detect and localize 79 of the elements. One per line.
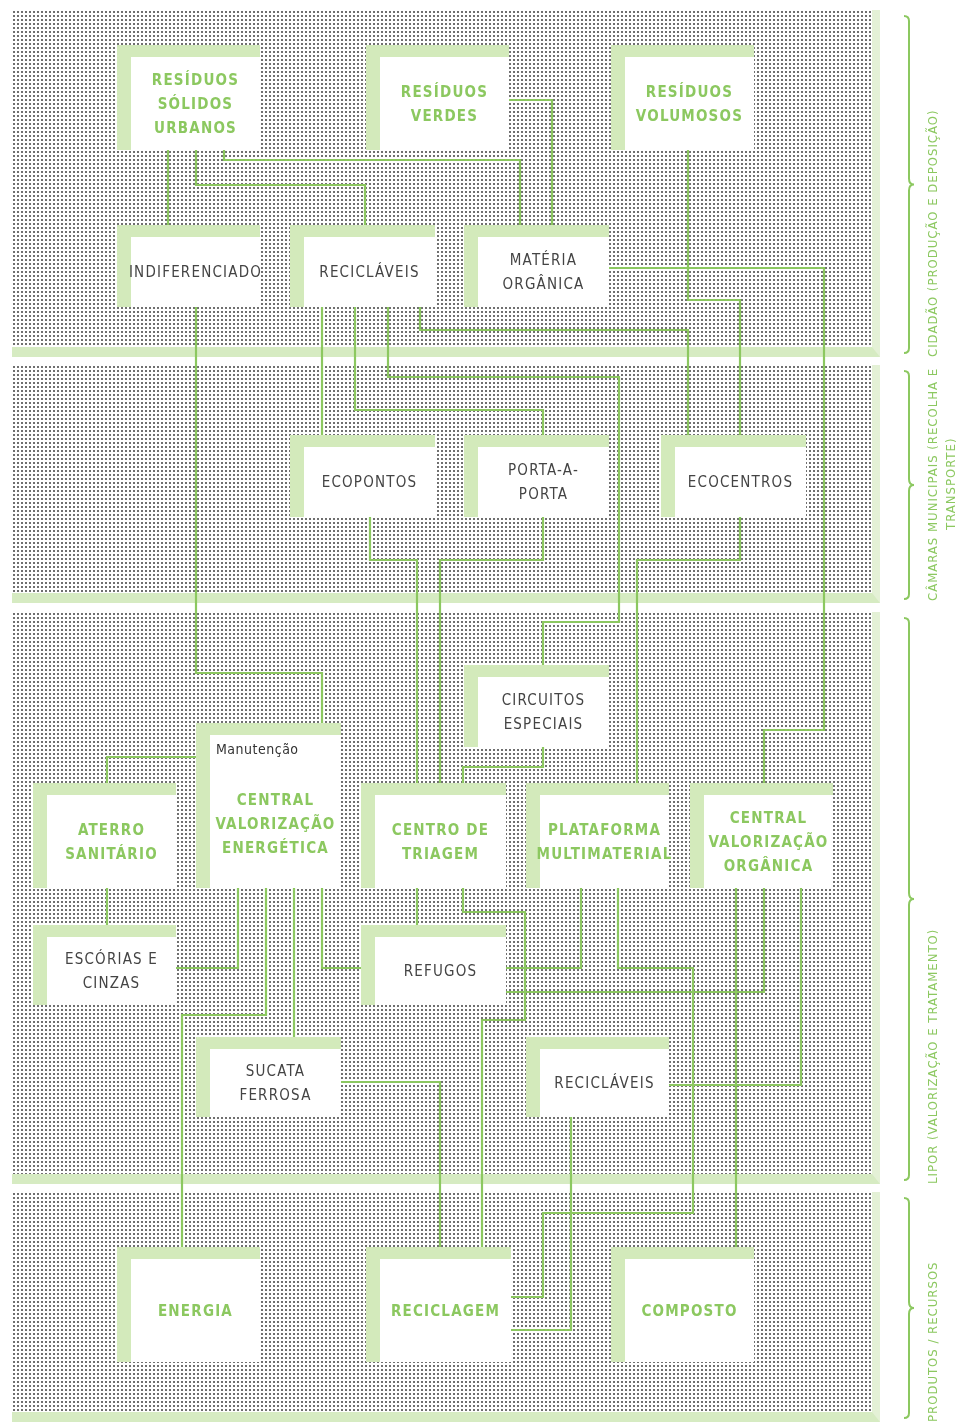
process-box bbox=[690, 783, 833, 888]
node-label: CIRCUITOS ESPECIAIS bbox=[500, 690, 587, 735]
connector-line bbox=[461, 747, 545, 783]
process-box bbox=[366, 1247, 511, 1362]
connector-line bbox=[734, 888, 738, 1247]
node-label: RESÍDUOS VERDES bbox=[399, 81, 490, 127]
process-box bbox=[117, 45, 260, 150]
node-label: PLATAFORMA MULTIMATERIAL bbox=[536, 819, 673, 865]
node-label: PORTA-A-PORTA bbox=[507, 460, 580, 505]
connector-line bbox=[511, 888, 695, 1299]
node-label: ENERGIA bbox=[157, 1300, 234, 1322]
process-box bbox=[526, 1037, 669, 1117]
process-box bbox=[464, 435, 609, 517]
node-label: MATÉRIA ORGÂNICA bbox=[501, 249, 586, 295]
process-box bbox=[361, 783, 506, 888]
node-label: ECOCENTROS bbox=[687, 472, 794, 493]
process-box bbox=[33, 783, 176, 888]
connector-line bbox=[418, 307, 690, 435]
node-label: CENTRAL VALORIZAÇÃO ENERGÉTICA bbox=[215, 789, 336, 859]
process-box bbox=[290, 225, 435, 307]
connector-line bbox=[320, 888, 361, 970]
node-label: RESÍDUOS VOLUMOSOS bbox=[634, 81, 745, 127]
lane-label: CIDADÃO (PRODUÇÃO E DEPOSIÇÃO) bbox=[924, 108, 941, 357]
connector-line bbox=[669, 888, 803, 1087]
node-label: CENTRAL VALORIZAÇÃO ORGÂNICA bbox=[708, 807, 829, 877]
node-label: INDIFERENCIADO bbox=[128, 262, 263, 283]
node-label: SUCATA FERROSA bbox=[238, 1061, 313, 1106]
connector-line bbox=[194, 150, 367, 225]
node-label: RESÍDUOS SÓLIDOS URBANOS bbox=[150, 69, 241, 139]
connector-line bbox=[194, 307, 324, 723]
connector-line bbox=[368, 517, 419, 783]
connector-line bbox=[461, 888, 527, 1247]
node-label: RECICLAGEM bbox=[390, 1300, 501, 1322]
node-label: ESCÓRIAS E CINZAS bbox=[63, 948, 160, 994]
connector-line bbox=[506, 888, 583, 970]
connector-line bbox=[222, 150, 522, 225]
connector-line bbox=[386, 307, 621, 665]
process-box bbox=[611, 1247, 754, 1362]
lane-label: LIPOR (VALORIZAÇÃO E TRATAMENTO) bbox=[924, 927, 941, 1184]
lane-label: PRODUTOS / RECURSOS bbox=[924, 1260, 941, 1422]
node-label: REFUGOS bbox=[403, 961, 478, 982]
process-box bbox=[196, 723, 341, 888]
connector-line bbox=[438, 517, 545, 783]
connector-line bbox=[105, 888, 109, 925]
connector-line bbox=[506, 888, 766, 994]
process-box bbox=[366, 45, 509, 150]
connector-line bbox=[292, 888, 296, 1037]
process-box bbox=[117, 225, 260, 307]
node-label: ATERRO SANITÁRIO bbox=[64, 819, 159, 865]
process-box bbox=[196, 1037, 341, 1117]
connector-line bbox=[635, 517, 742, 783]
process-box bbox=[526, 783, 669, 888]
node-label: RECICLÁVEIS bbox=[319, 261, 420, 283]
process-box bbox=[611, 45, 754, 150]
node-label: RECICLÁVEIS bbox=[554, 1072, 655, 1094]
process-box bbox=[464, 665, 609, 747]
connector-line bbox=[353, 307, 545, 435]
connector-line bbox=[166, 150, 170, 225]
node-label: COMPOSTO bbox=[641, 1300, 738, 1322]
connector-line bbox=[609, 266, 826, 783]
node-label: CENTRO DE TRIAGEM bbox=[390, 819, 491, 865]
process-box bbox=[117, 1247, 260, 1362]
note-label: Manutenção bbox=[216, 741, 299, 757]
process-box bbox=[290, 435, 435, 517]
connector-line bbox=[415, 888, 419, 925]
process-box bbox=[464, 225, 609, 307]
process-box bbox=[661, 435, 806, 517]
connector-line bbox=[686, 150, 742, 435]
connector-line bbox=[180, 888, 268, 1247]
node-label: ECOPONTOS bbox=[321, 472, 418, 493]
connector-line bbox=[105, 755, 196, 783]
connector-line bbox=[341, 1080, 442, 1247]
process-box bbox=[33, 925, 176, 1005]
connector-line bbox=[176, 888, 240, 970]
connector-line bbox=[509, 98, 554, 225]
connector-line bbox=[320, 307, 324, 435]
process-box bbox=[361, 925, 506, 1005]
lane-label: CÂMARAS MUNICIPAIS (RECOLHA E TRANSPORTE) bbox=[924, 366, 959, 603]
connector-line bbox=[511, 1117, 573, 1332]
